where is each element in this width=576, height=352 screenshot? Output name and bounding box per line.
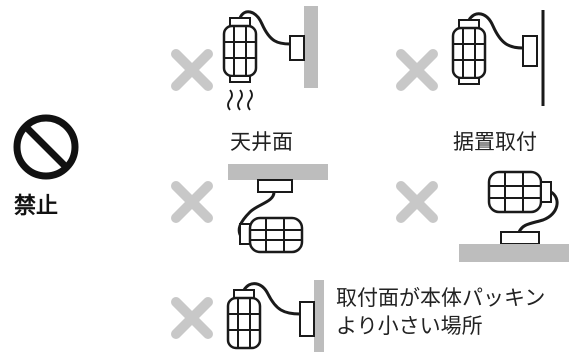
floor-surface xyxy=(459,244,569,262)
lamp-illustration xyxy=(222,6,318,111)
heat-waves xyxy=(227,89,253,111)
case-floor: 据置取付 xyxy=(395,128,569,268)
ceiling-surface xyxy=(228,164,328,180)
cross-icon xyxy=(171,49,213,91)
lamp-illustration xyxy=(459,170,569,262)
prohibition-sign: 禁止 xyxy=(6,112,86,219)
case-small-surface xyxy=(170,272,324,352)
prohibition-label: 禁止 xyxy=(14,194,59,219)
case-label-line2: より小さい場所 xyxy=(336,314,483,338)
cross-icon xyxy=(396,49,438,91)
case-label-small-surface: 取付面が本体パッキン より小さい場所 xyxy=(336,284,545,340)
small-wall-surface xyxy=(314,280,324,352)
lamp-illustration xyxy=(228,164,328,254)
case-label-line1: 取付面が本体パッキン xyxy=(336,286,546,310)
case-ceiling: 天井面 xyxy=(170,128,340,268)
case-label-ceiling: 天井面 xyxy=(230,130,293,154)
cross-icon xyxy=(171,181,213,223)
prohibition-icon xyxy=(13,114,79,180)
case-hot-wall xyxy=(170,0,320,112)
cross-icon xyxy=(396,181,438,223)
lamp-illustration xyxy=(226,280,324,352)
case-label-floor: 据置取付 xyxy=(453,130,537,154)
case-thin-wall xyxy=(395,0,555,112)
lamp-illustration xyxy=(451,10,545,106)
wall-surface xyxy=(304,6,318,88)
cross-icon xyxy=(171,297,213,339)
